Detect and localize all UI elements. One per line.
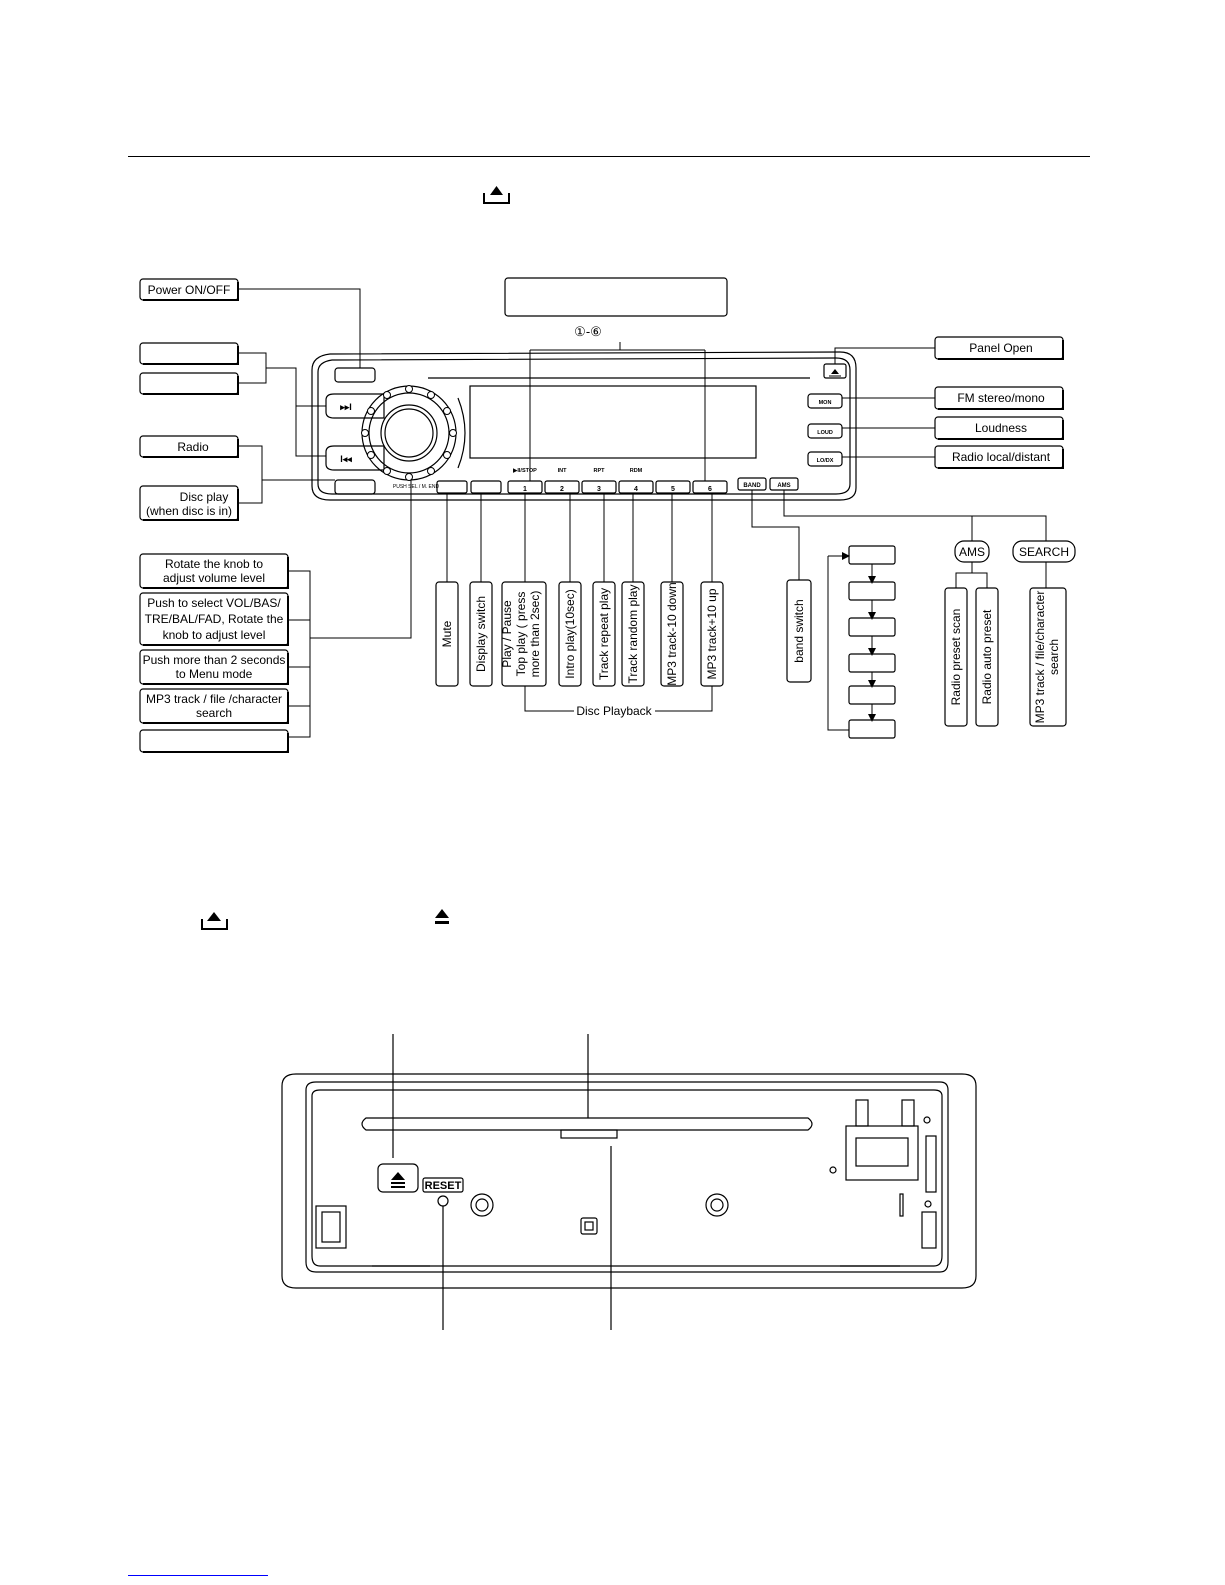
vertical-labels: Mute Display switch Play / Pause Top pla… [440, 582, 1061, 723]
mon-button[interactable]: MON [819, 400, 832, 406]
panel-text: ▸▸I I◂◂ PUSH SEL / M. END ▶II/STOP INT R… [339, 400, 834, 493]
callout-shadows [143, 282, 1064, 753]
preset-button-3[interactable]: 3 [597, 486, 601, 493]
mp3-down-label: MP3 track-10 down [665, 582, 679, 685]
radio-label: Radio [177, 440, 209, 454]
eject-icon [201, 912, 228, 930]
knob-push-line2: TRE/BAL/FAD, Rotate the [145, 612, 284, 626]
eject-icon [435, 909, 449, 924]
panel-open-eject-icon[interactable] [829, 369, 841, 377]
inner-unit [281, 1034, 977, 1330]
play-pause-line1: Play / Pause [500, 600, 514, 668]
display-switch-label: Display switch [474, 596, 488, 672]
preset-button-4[interactable]: 4 [634, 486, 638, 493]
disc-playback-label: Disc Playback [576, 704, 652, 718]
knob-push-line1: Push to select VOL/BAS/ [147, 596, 281, 610]
rpt-label: RPT [594, 468, 606, 474]
mp3-up-label: MP3 track+10 up [705, 588, 719, 679]
ams-callout-label: AMS [959, 545, 985, 559]
front-panel [311, 351, 857, 501]
power-label: Power ON/OFF [148, 283, 231, 297]
preset-range-label: ①-⑥ [574, 324, 602, 339]
play-pause-line3: more than 2sec) [528, 591, 542, 678]
band-switch-label: band switch [792, 599, 806, 662]
push-select-label: PUSH SEL / M. END [393, 484, 440, 490]
knob-rotate-line2: adjust volume level [163, 571, 265, 585]
disc-play-label: Disc play [180, 490, 229, 504]
knob-rotate-line1: Rotate the knob to [165, 557, 263, 571]
knob-menu-line2: to Menu mode [176, 667, 253, 681]
knob-menu-line1: Push more than 2 seconds [143, 653, 286, 667]
stop-label: ▶II/STOP [512, 467, 537, 474]
next-icon[interactable]: ▸▸I [339, 402, 352, 412]
search-callout-label: SEARCH [1019, 545, 1069, 559]
fm-stereo-label: FM stereo/mono [957, 391, 1045, 405]
callout-text: Power ON/OFF Radio Disc play (when disc … [143, 283, 1069, 720]
panel-open-label: Panel Open [969, 341, 1032, 355]
int-label: INT [558, 468, 568, 474]
preset-button-2[interactable]: 2 [560, 486, 564, 493]
inner-eject-button[interactable] [391, 1172, 405, 1188]
knob-dots [361, 385, 457, 481]
rdm-label: RDM [630, 468, 643, 474]
lodx-button[interactable]: LO/DX [817, 458, 834, 464]
eject-icon [483, 186, 510, 204]
disc-play-note: (when disc is in) [146, 504, 232, 518]
mute-label: Mute [440, 620, 454, 647]
ams-mp3-line2: search [1047, 639, 1061, 675]
callout-boxes [139, 277, 1076, 753]
knob-mp3-line1: MP3 track / file /character [146, 692, 282, 706]
band-button[interactable]: BAND [743, 483, 761, 489]
prev-icon[interactable]: I◂◂ [340, 454, 352, 464]
leader-lines [238, 288, 1047, 738]
track-repeat-label: Track repeat play [597, 588, 611, 680]
preset-button-6[interactable]: 6 [708, 486, 712, 493]
loud-button[interactable]: LOUD [817, 430, 833, 436]
footer-link-underline[interactable] [128, 1575, 268, 1576]
header-rule [128, 156, 1090, 157]
radio-auto-preset-label: Radio auto preset [980, 609, 994, 704]
radio-preset-scan-label: Radio preset scan [949, 609, 963, 706]
band-cycle-arrows [828, 552, 876, 722]
track-random-label: Track random play [626, 585, 640, 684]
reset-button[interactable]: RESET [425, 1180, 462, 1192]
knob-push-line3: knob to adjust level [163, 628, 266, 642]
ams-mp3-line1: MP3 track / file/character [1033, 591, 1047, 724]
radio-local-label: Radio local/distant [952, 450, 1051, 464]
ams-button[interactable]: AMS [777, 483, 790, 489]
knob-mp3-line2: search [196, 706, 232, 720]
intro-play-label: Intro play(10sec) [563, 589, 577, 678]
play-pause-line2: Top play ( press [514, 592, 528, 677]
loudness-label: Loudness [975, 421, 1027, 435]
preset-button-1[interactable]: 1 [523, 486, 527, 493]
preset-button-5[interactable]: 5 [671, 486, 675, 493]
